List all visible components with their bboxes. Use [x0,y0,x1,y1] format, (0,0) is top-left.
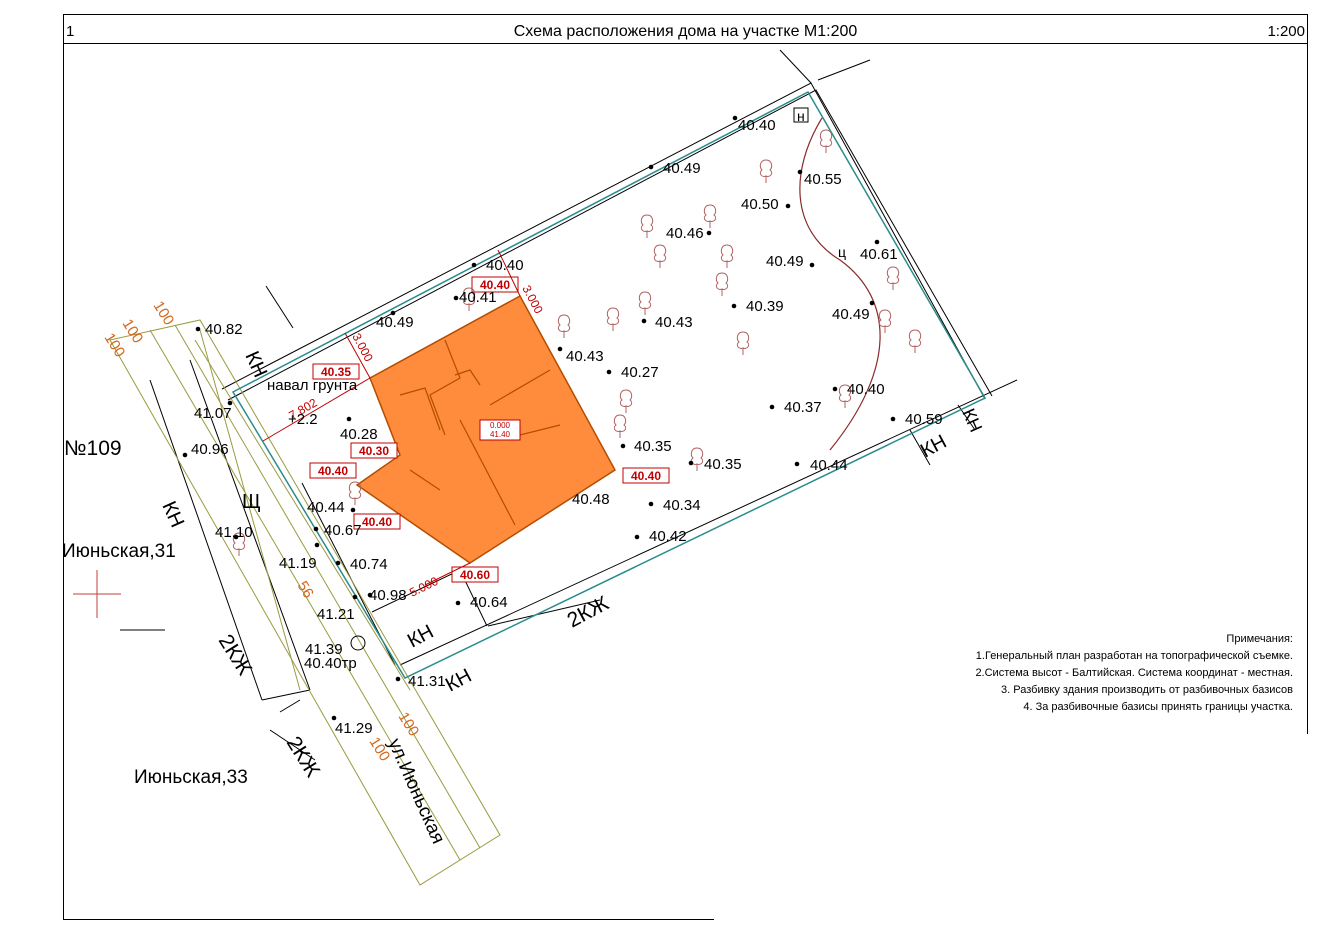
kn-label: КН [157,498,188,531]
note-item: 2.Система высот - Балтийская. Система ко… [975,667,1293,679]
house-interior-walls [399,339,561,526]
manhole-icon [350,635,366,651]
notes-block: Примечания: 1.Генеральный план разработа… [933,631,1293,716]
contour-label: 56 [294,578,317,601]
elevation-label: 40.42 [649,528,687,545]
note-item: 1.Генеральный план разработан на топогра… [975,650,1293,662]
kn-label: КН [240,348,271,381]
elevation-label: 40.34 [663,497,701,514]
frame-bottom-border [63,919,714,920]
kn-label: КН [442,665,475,697]
dimension-lines [262,249,521,586]
elevation-label: 40.43 [655,314,693,331]
elevation-label: 40.41 [459,289,497,306]
note-item: 4. За разбивочные базисы принять границы… [1023,701,1293,713]
street-band [109,319,501,886]
elevation-label: 41.07 [194,405,232,422]
elevation-label: 41.21 [317,606,355,623]
tr-elevation-label: 40.40тр [304,655,357,672]
elevation-label: 40.40 [486,257,524,274]
node-box [793,107,809,123]
house-level-absolute: 41.40 [490,430,511,439]
elevation-label: 40.55 [804,171,842,188]
note-item: 3. Разбивку здания производить от разбив… [1001,684,1293,696]
frame-left-border [63,44,64,920]
neighbor-31-label: Июньская,31 [62,541,176,562]
contour-label: 100 [150,298,178,328]
corner-mark: 40.60 [460,568,490,582]
elevation-label: 40.44 [307,499,345,516]
corner-mark: 40.30 [359,444,389,458]
elevation-label: 40.46 [666,225,704,242]
elevation-label: 40.35 [634,438,672,455]
kzh-label: 2КЖ [282,732,325,781]
elevation-label: 41.10 [215,524,253,541]
title-block: 1 Схема расположения дома на участке М1:… [63,14,1308,44]
frame-right-border [1307,44,1308,734]
elevation-label: 40.27 [621,364,659,381]
dimension-label: 5.000 [407,574,440,600]
elevation-label: 40.40 [738,117,776,134]
corner-marks: 40.40 40.35 40.30 40.40 40.40 40.40 40.6… [309,276,670,583]
elevation-label: 40.96 [191,441,229,458]
elevation-label: 40.37 [784,399,822,416]
corner-mark: 40.40 [318,464,348,478]
node-label-n: н [797,108,805,124]
elevation-label: 40.39 [746,298,784,315]
elevation-label: 40.50 [741,196,779,213]
elevation-label: 40.67 [324,522,362,539]
street-name-label: ул.Июньская [383,735,448,847]
elevation-label: 40.40 [847,381,885,398]
neighbor-33-label: Июньская,33 [134,767,248,788]
elevation-label: 40.49 [663,160,701,177]
kzh-label: 2КЖ [214,630,257,679]
house-level-box [479,419,521,441]
kn-label: КН [958,405,986,435]
elevation-label: 40.61 [860,246,898,263]
elevation-label: 41.31 [408,673,446,690]
elevation-label: 40.49 [766,253,804,270]
sheet-number: 1 [66,23,75,40]
elevation-label: 40.74 [350,556,388,573]
notes-title: Примечания: [1226,633,1293,645]
elevation-label: 40.98 [369,587,407,604]
corner-mark: 40.40 [362,515,392,529]
elevation-label: 40.59 [905,411,943,428]
contour-label: 100 [395,709,423,739]
elevation-label: 40.43 [566,348,604,365]
sheet-title: Схема расположения дома на участке М1:20… [513,23,858,40]
elevation-label: 40.28 [340,426,378,443]
panel-label: Щ [242,491,261,513]
elevation-label: 41.19 [279,555,317,572]
elevation-label: 40.49 [376,314,414,331]
elevation-label: 41.29 [335,720,373,737]
soil-pile-label: навал грунта [267,377,358,394]
path-label-ts: ц [838,244,846,260]
elevation-label: 41.39 [305,641,343,658]
elevation-label: 40.44 [810,457,848,474]
kn-label: КН [404,621,437,653]
corner-mark: 40.40 [631,469,661,483]
sheet-scale: 1:200 [1267,23,1305,40]
elevation-label: 40.49 [832,306,870,323]
kn-label: КН [917,431,950,463]
elevation-label: 40.64 [470,594,508,611]
elevation-label: 40.35 [704,456,742,473]
corner-mark: 40.40 [480,278,510,292]
neighbor-109-label: №109 [64,437,122,460]
corner-mark: 40.35 [321,365,351,379]
crosshair-icon [73,570,121,618]
contour-label: 100 [101,330,129,360]
elevation-points: 40.40 40.49 40.55 40.50 40.46 40.61 40.4… [182,115,943,737]
house-level-relative: 0.000 [490,421,511,430]
plus-elevation-label: +2.2 [288,411,318,428]
plot-boundary [231,91,987,679]
elevation-label: 40.48 [572,491,610,508]
elevation-label: 40.82 [205,321,243,338]
